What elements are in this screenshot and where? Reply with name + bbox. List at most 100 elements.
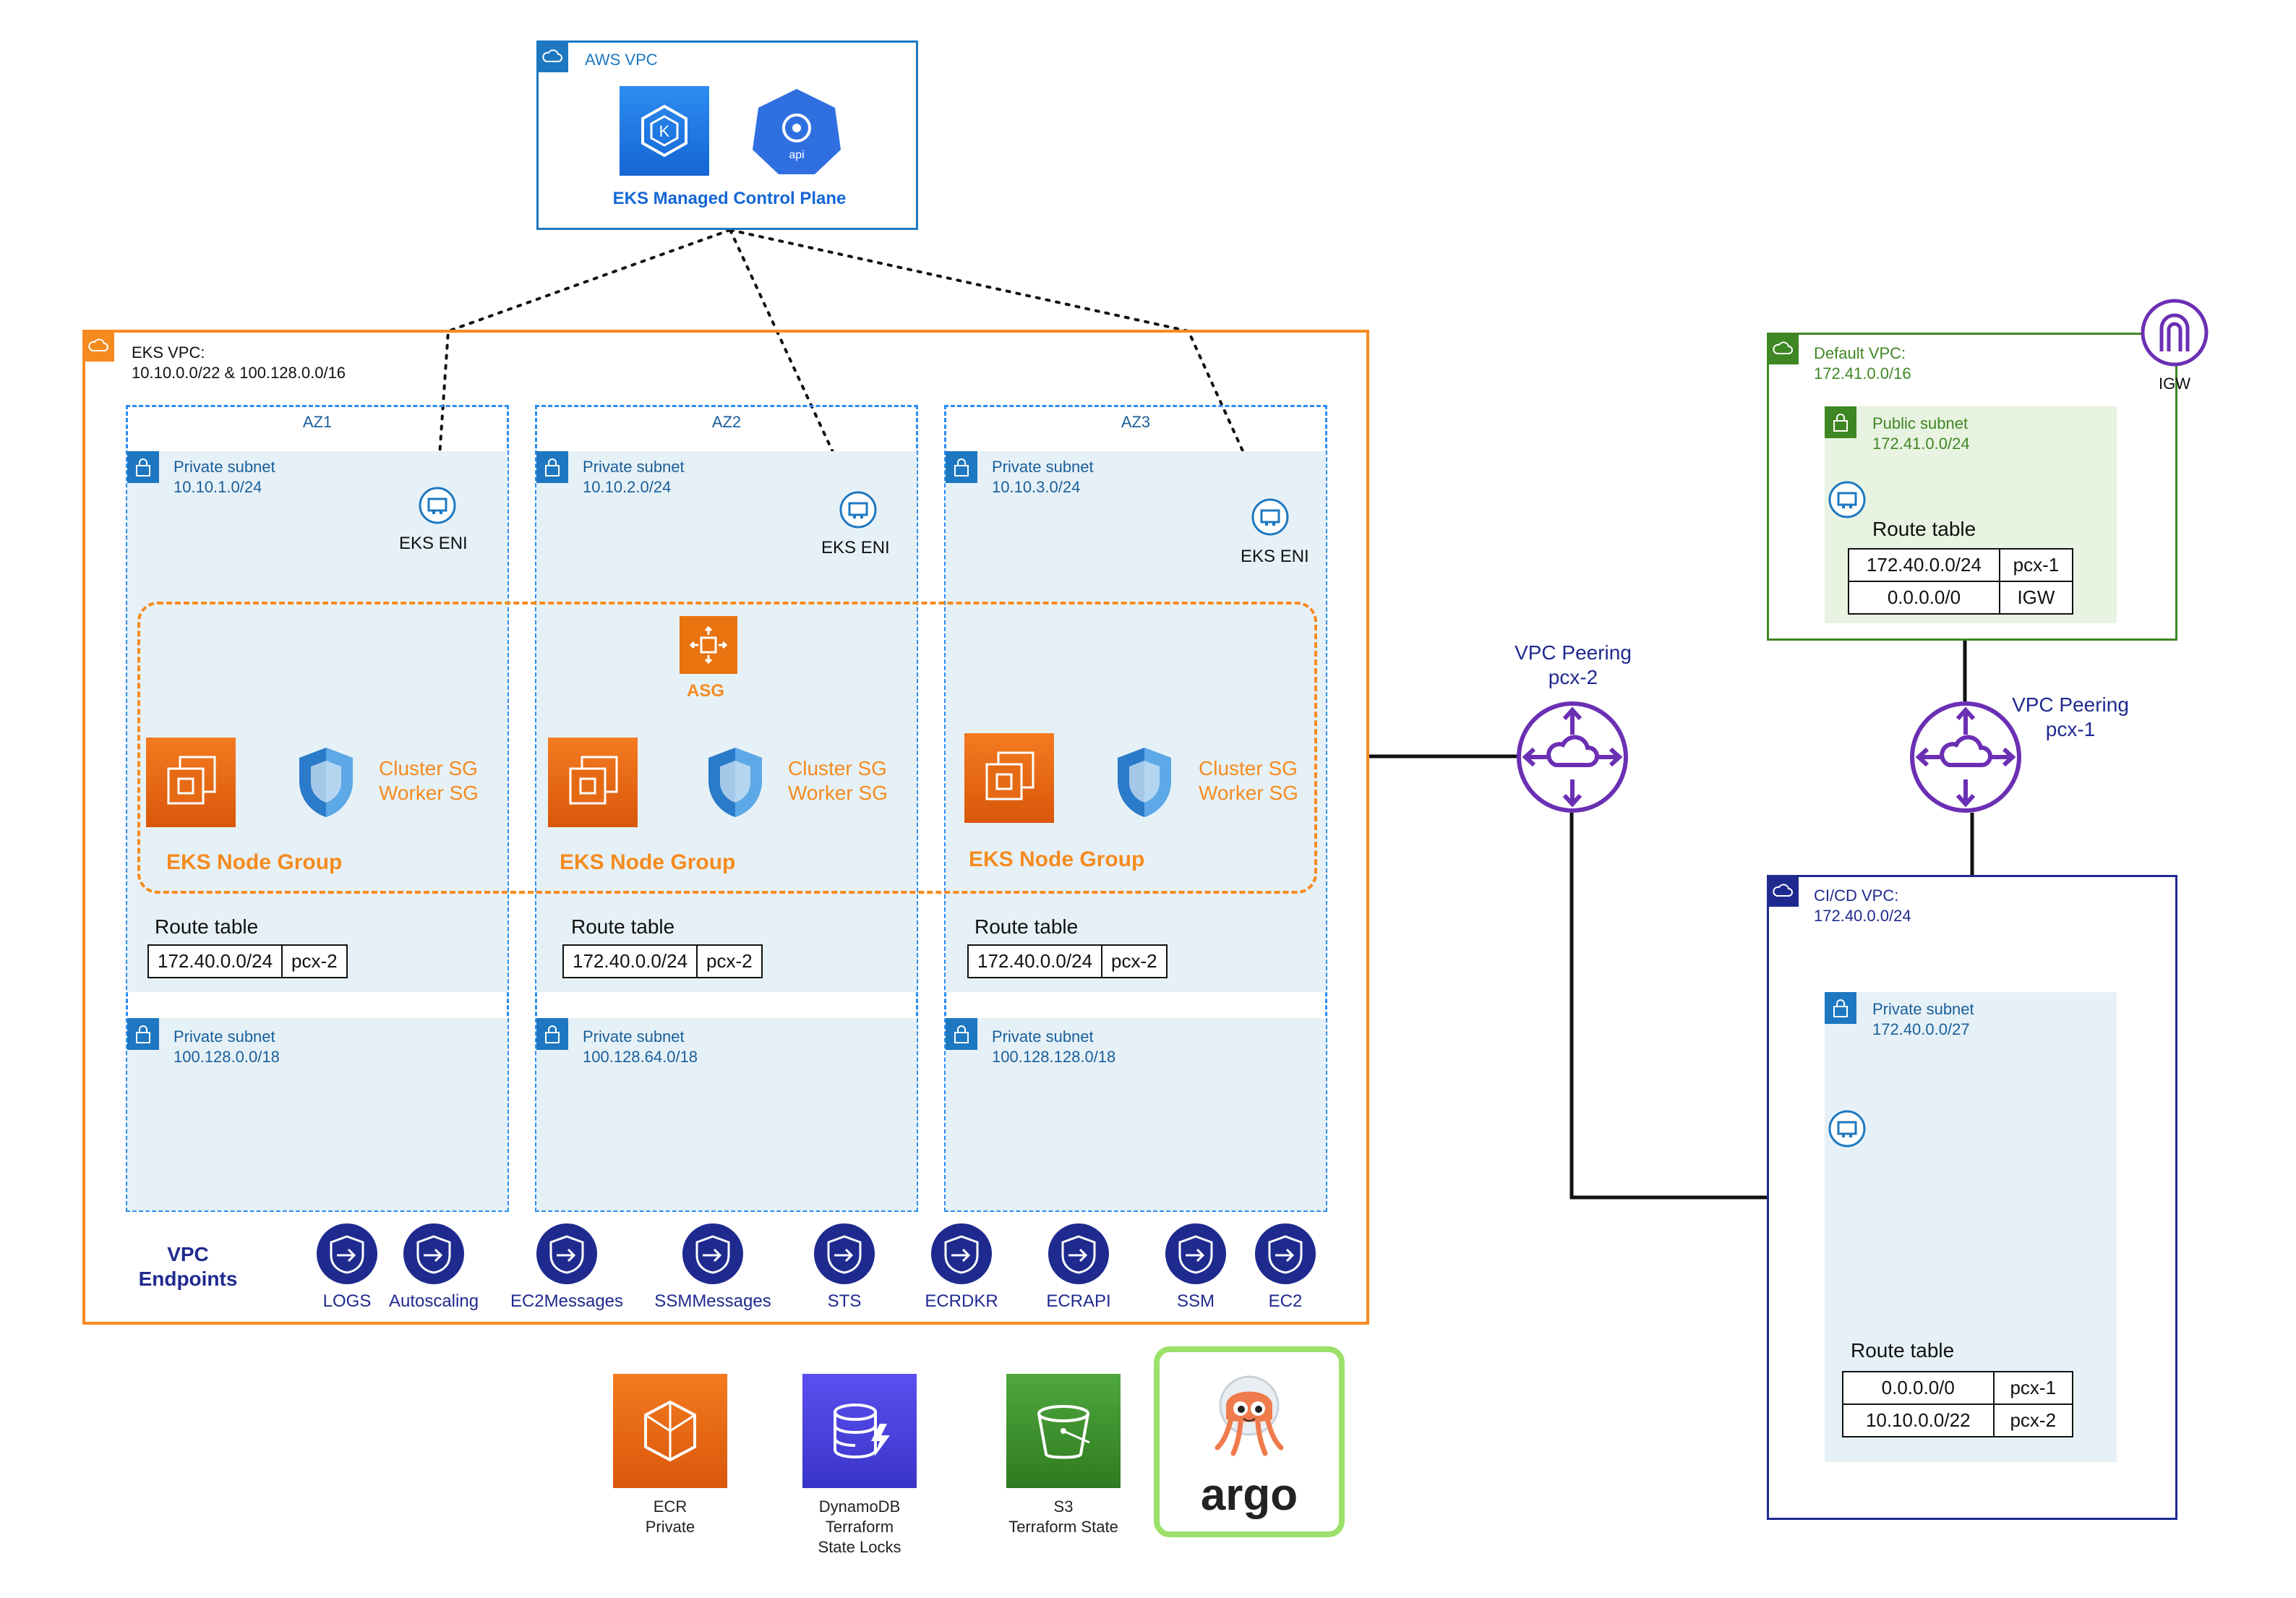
route-target: pcx-2 [281, 944, 348, 978]
cloud-icon [536, 40, 568, 72]
lock-icon [127, 451, 159, 483]
az2-zone: AZ2 [535, 405, 918, 1212]
kubernetes-api-icon: api [750, 86, 844, 176]
lock-icon [1825, 992, 1856, 1024]
route-table-label: Route table [155, 915, 259, 938]
eni-label: EKS ENI [821, 538, 890, 557]
route-target: pcx-2 [696, 944, 763, 978]
route-dest: 0.0.0.0/0 [1848, 581, 2000, 615]
route-target: pcx-2 [1101, 944, 1168, 978]
endpoint-icon [403, 1223, 464, 1284]
subnet-cidr: 10.10.3.0/24 [992, 478, 1081, 496]
shield-icon [1115, 745, 1174, 824]
route-dest: 172.40.0.0/24 [562, 944, 698, 978]
lock-icon [1825, 406, 1856, 438]
peering1-label: VPC Peering pcx-1 [1998, 693, 2143, 742]
cloud-icon [82, 330, 114, 362]
route-target: pcx-2 [1992, 1403, 2073, 1437]
endpoint-label: EC2Messages [510, 1291, 624, 1311]
argo-mascot-icon [1206, 1368, 1293, 1466]
route-target: pcx-1 [1998, 548, 2074, 582]
vpc-endpoints-title: VPC Endpoints [123, 1242, 253, 1291]
az3-label: AZ3 [1121, 413, 1151, 431]
ec2-icon [548, 738, 638, 827]
aws-vpc-group: AWS VPC K api EKS Managed Control Plane [536, 40, 918, 230]
cluster-sg-label: Cluster SG [1199, 757, 1298, 779]
cicd-vpc-label: CI/CD VPC: [1814, 886, 1899, 905]
route-dest: 10.10.0.0/22 [1842, 1403, 1995, 1437]
endpoint-label: LOGS [322, 1291, 372, 1311]
route-table-label: Route table [1872, 518, 1976, 540]
eni-icon [1828, 1109, 1867, 1152]
private-subnet2-az3 [946, 1018, 1326, 1210]
az1-label: AZ1 [302, 413, 333, 431]
route-dest: 172.40.0.0/24 [1848, 548, 2000, 582]
subnet-label: Private subnet [992, 1027, 1094, 1046]
ecr-icon [613, 1374, 727, 1488]
eks-vpc-label: EKS VPC: [132, 343, 205, 362]
subnet-label: Private subnet [1872, 1000, 1974, 1018]
dynamodb-icon [802, 1374, 917, 1488]
s3-icon [1006, 1374, 1121, 1488]
private-subnet-az1 [127, 451, 507, 992]
endpoint-icon [682, 1223, 743, 1284]
igw-icon [2140, 298, 2209, 371]
cicd-vpc-cidr: 172.40.0.0/24 [1814, 907, 1911, 925]
subnet-label: Public subnet [1872, 414, 1969, 432]
subnet-label: Private subnet [174, 1027, 275, 1046]
eni-icon [839, 490, 878, 533]
pcx2-to-cicd-line [1569, 813, 1767, 1200]
endpoint-icon [814, 1223, 875, 1284]
svg-text:K: K [659, 122, 670, 140]
shield-icon [706, 745, 765, 824]
subnet-cidr: 172.40.0.0/27 [1872, 1020, 1970, 1038]
cicd-vpc-group: CI/CD VPC: 172.40.0.0/24 [1767, 875, 2177, 1520]
subnet-cidr: 10.10.2.0/24 [583, 478, 672, 496]
worker-sg-label: Worker SG [788, 782, 888, 804]
igw-label: IGW [2159, 375, 2190, 393]
route-table-label: Route table [974, 915, 1079, 938]
node-group-label: EKS Node Group [560, 850, 736, 874]
control-plane-title: EKS Managed Control Plane [612, 189, 847, 208]
cloud-icon [1767, 333, 1799, 364]
private-subnet-az3 [946, 451, 1326, 992]
subnet-cidr: 10.10.1.0/24 [174, 478, 262, 496]
route-dest: 172.40.0.0/24 [967, 944, 1103, 978]
vpc-peering-icon [1909, 700, 2023, 818]
private-subnet2-az1 [127, 1018, 507, 1210]
endpoint-label: ECRAPI [1046, 1291, 1111, 1311]
eks-vpc-cidr: 10.10.0.0/22 & 100.128.0.0/16 [132, 364, 346, 382]
asg-label: ASG [687, 681, 725, 701]
endpoint-label: ECRDKR [925, 1291, 998, 1311]
route-dest: 172.40.0.0/24 [147, 944, 283, 978]
subnet-label: Private subnet [583, 1027, 685, 1046]
s3-caption: S3 Terraform State [1008, 1497, 1118, 1536]
peering1-label-line2: pcx-1 [2045, 718, 2096, 740]
az2-label: AZ2 [711, 413, 742, 431]
subnet-cidr: 172.41.0.0/24 [1872, 435, 1970, 453]
endpoint-icon [1165, 1223, 1226, 1284]
private-subnet-az2 [536, 451, 917, 992]
vpc-peering-icon [1515, 700, 1629, 818]
peering2-label-line2: pcx-2 [1548, 666, 1598, 688]
ec2-icon [146, 738, 236, 827]
ecr-caption: ECR Private [645, 1497, 695, 1536]
lock-icon [946, 451, 977, 483]
lock-icon [536, 451, 568, 483]
route-table-label: Route table [1851, 1339, 1955, 1362]
route-table-label: Route table [571, 915, 675, 938]
node-group-label: EKS Node Group [969, 847, 1145, 871]
control-plane-link-az1 [435, 228, 732, 499]
subnet-label: Private subnet [992, 458, 1094, 476]
eni-label: EKS ENI [1241, 547, 1309, 566]
eni-icon [418, 486, 457, 529]
lock-icon [946, 1018, 977, 1050]
endpoint-icon [536, 1223, 597, 1284]
